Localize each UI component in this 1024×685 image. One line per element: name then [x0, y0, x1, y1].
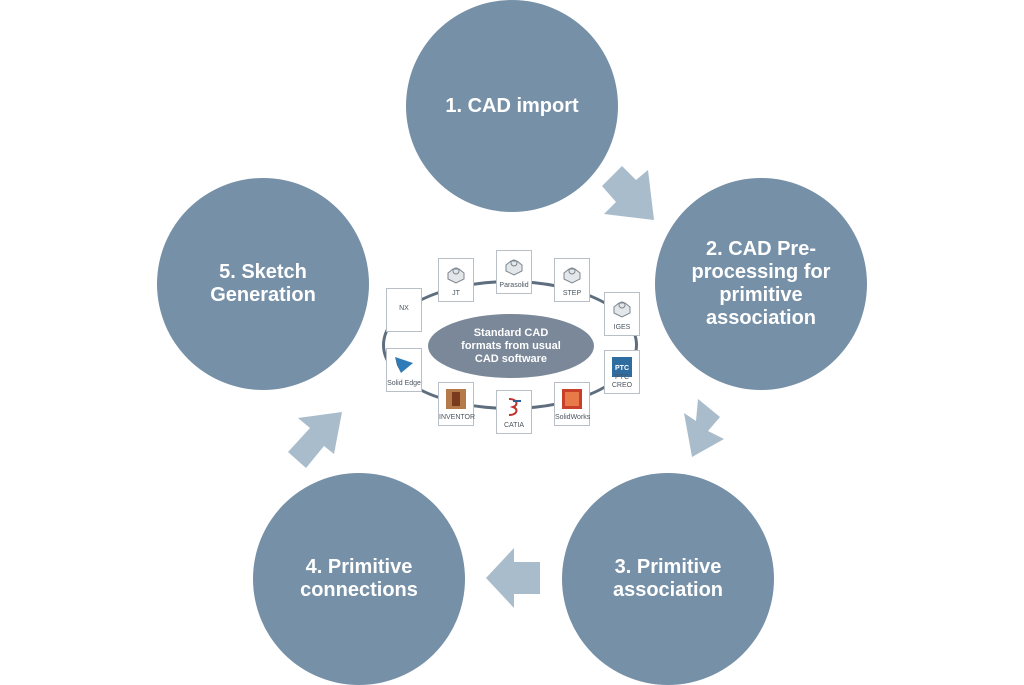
arrow-4-to-5-icon	[288, 412, 342, 468]
step-1-cad-import: 1. CAD import	[406, 0, 618, 212]
format-jt: JT	[438, 258, 474, 302]
solidworks-logo-icon	[562, 389, 582, 409]
part-icon	[563, 267, 581, 284]
cad-formats-diagram: Standard CAD formats from usual CAD soft…	[376, 240, 652, 440]
center-label: Standard CAD formats from usual CAD soft…	[428, 314, 594, 378]
format-step: STEP	[554, 258, 590, 302]
step-2-cad-preprocessing: 2. CAD Pre- processing for primitive ass…	[655, 178, 867, 390]
format-ptc-creo: PTC PTC CREO	[604, 350, 640, 394]
format-parasolid: Parasolid	[496, 250, 532, 294]
arrow-1-to-2-icon	[602, 166, 654, 220]
part-icon	[613, 301, 631, 318]
arrow-3-to-4-icon	[486, 548, 540, 608]
ptc-logo-icon: PTC	[612, 357, 632, 377]
solid-edge-logo-icon	[395, 357, 413, 373]
svg-text:PTC: PTC	[615, 365, 629, 372]
format-nx: NX	[386, 288, 422, 332]
format-catia: CATIA	[496, 390, 532, 434]
format-inventor: INVENTOR	[438, 382, 475, 426]
format-iges: IGES	[604, 292, 640, 336]
inventor-logo-icon	[446, 389, 466, 409]
format-solidworks: SolidWorks	[554, 382, 590, 426]
step-4-primitive-connections: 4. Primitive connections	[253, 473, 465, 685]
part-icon	[505, 259, 523, 276]
part-icon	[447, 267, 465, 284]
catia-logo-icon	[508, 398, 521, 416]
format-solid-edge: Solid Edge	[386, 348, 422, 392]
step-5-sketch-generation: 5. Sketch Generation	[157, 178, 369, 390]
step-3-primitive-association: 3. Primitive association	[562, 473, 774, 685]
arrow-2-to-3-icon	[684, 399, 724, 457]
